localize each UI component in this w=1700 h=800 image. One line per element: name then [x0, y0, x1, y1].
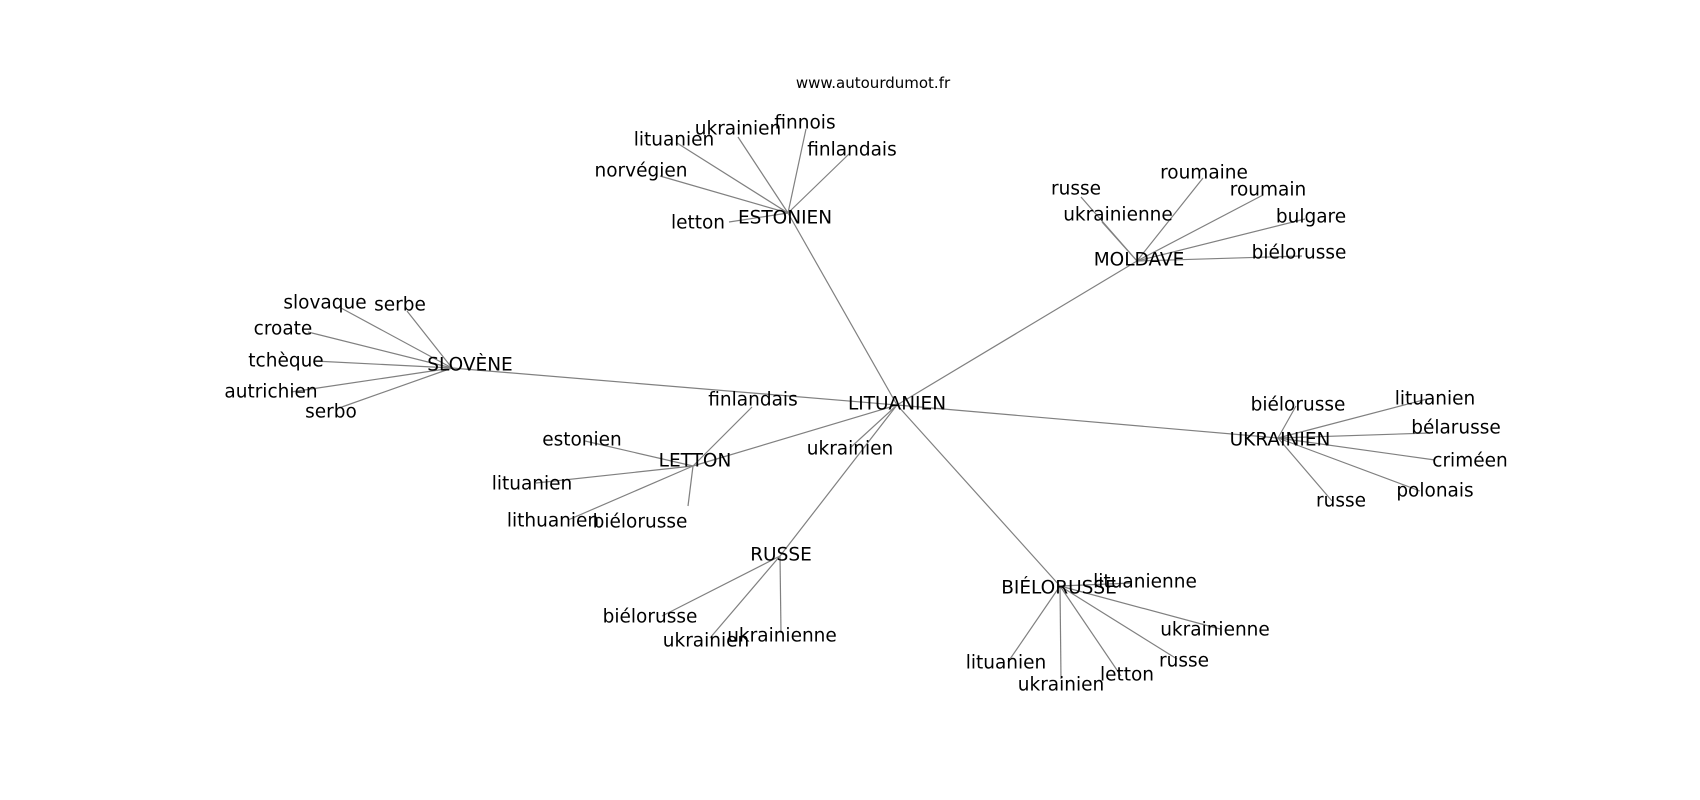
- edge-center-bielorusse: [896, 404, 1061, 587]
- edge-slovene-leaf: [307, 331, 453, 369]
- edge-slovene-leaf: [406, 310, 453, 369]
- leaf-node-label: bulgare: [1276, 207, 1346, 228]
- leaf-node-label: serbe: [374, 295, 426, 316]
- leaf-node-label: russe: [1051, 179, 1101, 200]
- leaf-node-label: estonien: [542, 430, 622, 451]
- leaf-node-label: lituanien: [492, 474, 573, 495]
- hub-node-label-russe: RUSSE: [750, 545, 812, 566]
- leaf-node-label: lituanienne: [1093, 572, 1197, 593]
- center-node-label: LITUANIEN: [848, 394, 946, 415]
- leaf-node-label: biélorusse: [1251, 395, 1346, 416]
- leaf-node-label: autrichien: [224, 382, 317, 403]
- edge-estonien-leaf: [676, 142, 789, 214]
- edge-moldave-leaf: [1136, 194, 1264, 262]
- hub-node-label-bielorusse: BIÉLORUSSE: [1001, 577, 1117, 599]
- leaf-node-label: letton: [1100, 665, 1154, 686]
- edge-letton-leaf: [692, 406, 753, 467]
- edge-estonien-leaf: [659, 175, 789, 214]
- leaf-node-label: lituanien: [1395, 389, 1476, 410]
- edge-center-letton: [692, 404, 898, 467]
- leaf-node-label: ukrainien: [1018, 675, 1105, 696]
- edge-bielorusse-leaf: [1007, 585, 1061, 663]
- site-title: www.autourdumot.fr: [796, 74, 951, 92]
- leaf-node-label: ukrainienne: [1063, 205, 1173, 226]
- edge-center-ukrainien: [896, 404, 1279, 439]
- edge-moldave-leaf: [1101, 221, 1138, 262]
- edge-bielorusse-leaf: [1059, 585, 1221, 630]
- leaf-node-label: norvégien: [595, 161, 688, 182]
- edge-center-estonien: [787, 212, 898, 406]
- leaf-node-label: biélorusse: [1252, 243, 1347, 264]
- edge-slovene-leaf: [313, 360, 453, 369]
- leaf-node-label: lituanien: [634, 130, 715, 151]
- edge-center-russe: [779, 404, 898, 557]
- edge-letton-leaf: [584, 440, 694, 467]
- edge-center-direct-leaf: [849, 404, 898, 449]
- edge-estonien-leaf: [787, 152, 851, 214]
- edge-moldave-leaf: [1136, 255, 1303, 262]
- edge-estonien-leaf: [728, 212, 789, 223]
- leaf-node-label: russe: [1159, 651, 1209, 672]
- edge-moldave-leaf: [1136, 177, 1204, 262]
- leaf-node-label: serbo: [305, 402, 357, 423]
- hub-node-label-slovene: SLOVÈNE: [427, 354, 513, 376]
- edge-slovene-leaf: [290, 367, 453, 393]
- edge-center-moldave: [896, 260, 1138, 406]
- leaf-node-label: roumain: [1230, 180, 1306, 201]
- edge-ukrainien-leaf: [1277, 405, 1297, 439]
- leaf-node-label: finnois: [774, 113, 835, 134]
- edge-ukrainien-leaf: [1277, 437, 1421, 492]
- edge-letton-leaf: [567, 465, 694, 521]
- edge-russe-leaf: [709, 555, 781, 639]
- hub-node-label-letton: LETTON: [659, 451, 732, 472]
- leaf-node-label: roumaine: [1160, 163, 1248, 184]
- leaf-node-label: ukrainien: [663, 631, 750, 652]
- edge-ukrainien-leaf: [1277, 398, 1428, 439]
- leaf-node-label: polonais: [1396, 481, 1473, 502]
- leaf-node-label: lituanien: [966, 653, 1047, 674]
- leaf-node-label: finlandais: [708, 390, 797, 411]
- leaf-node-label: biélorusse: [593, 512, 688, 533]
- leaf-node-label: tchèque: [248, 351, 323, 372]
- leaf-node-label: russe: [1316, 491, 1366, 512]
- leaf-node-label: ukrainien: [807, 439, 894, 460]
- graph-labels: www.autourdumot.fr LITUANIEN ESTONIEN litu…: [224, 74, 1507, 696]
- edge-estonien-leaf: [787, 128, 807, 214]
- edge-slovene-leaf: [340, 307, 453, 369]
- leaf-node-label: ukrainienne: [1160, 620, 1270, 641]
- leaf-node-label: slovaque: [283, 293, 366, 314]
- edge-estonien-leaf: [737, 136, 789, 214]
- leaf-node-label: finlandais: [807, 140, 896, 161]
- edge-bielorusse-leaf: [1059, 585, 1062, 680]
- leaf-node-label: ukrainien: [695, 119, 782, 140]
- edge-letton-leaf: [687, 465, 694, 507]
- hub-node-label-moldave: MOLDAVE: [1094, 250, 1185, 271]
- hub-node-label-ukrainien: UKRAINIEN: [1230, 430, 1331, 451]
- edge-bielorusse-leaf: [1059, 582, 1133, 587]
- leaf-node-label: biélorusse: [603, 607, 698, 628]
- edge-moldave-leaf: [1136, 218, 1306, 262]
- leaf-node-label: criméen: [1432, 451, 1507, 472]
- hub-node-label-estonien: ESTONIEN: [738, 208, 832, 229]
- leaf-node-label: croate: [254, 319, 313, 340]
- leaf-node-label: ukrainienne: [727, 626, 837, 647]
- edge-bielorusse-leaf: [1059, 585, 1122, 677]
- edge-ukrainien-leaf: [1277, 432, 1431, 439]
- edge-letton-leaf: [535, 465, 694, 484]
- edge-ukrainien-leaf: [1277, 437, 1436, 461]
- edge-russe-leaf: [779, 555, 782, 634]
- edge-russe-leaf: [661, 555, 781, 617]
- edge-center-slovene: [451, 367, 898, 406]
- leaf-node-label: letton: [671, 213, 725, 234]
- leaf-node-label: lithuanien: [507, 511, 599, 532]
- graph-edges: [290, 128, 1436, 680]
- edge-bielorusse-leaf: [1059, 585, 1178, 660]
- edge-slovene-leaf: [338, 367, 453, 409]
- leaf-node-label: bélarusse: [1411, 418, 1501, 439]
- edge-ukrainien-leaf: [1277, 437, 1333, 502]
